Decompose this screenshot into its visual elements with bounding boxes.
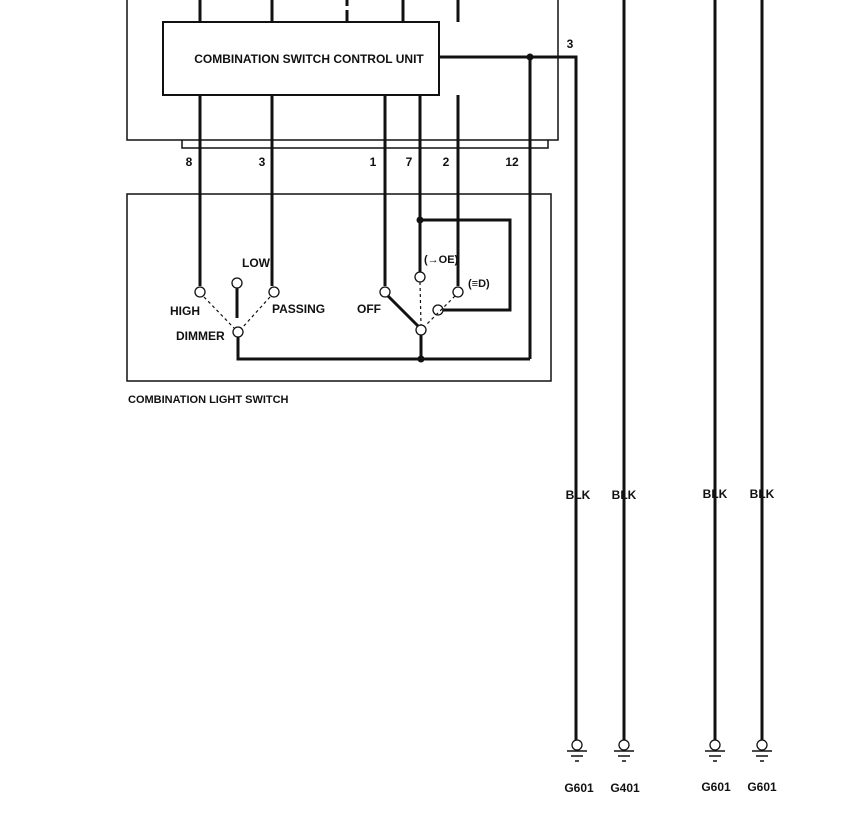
wire-color-4: BLK — [750, 487, 775, 501]
label-high: HIGH — [170, 304, 200, 318]
label-passing: PASSING — [272, 302, 325, 316]
label-low: LOW — [242, 256, 271, 270]
light-switch-label: COMBINATION LIGHT SWITCH — [128, 394, 289, 406]
pin-label-7: 7 — [406, 155, 413, 169]
terminal-dimmer — [232, 326, 244, 338]
pin-3-ground-feed — [439, 55, 578, 740]
ground-label-2: G401 — [610, 781, 640, 795]
ground-symbol-1 — [567, 739, 587, 762]
label-parking-symbol: (→OE) — [424, 254, 459, 266]
ground-symbol-2 — [614, 739, 634, 762]
wire-color-1: BLK — [566, 488, 591, 502]
terminal-low — [231, 277, 243, 289]
pin-label-8: 8 — [186, 155, 193, 169]
terminal-passing — [268, 286, 280, 298]
ground-label-4: G601 — [747, 780, 777, 794]
control-unit-housing — [126, 0, 559, 141]
pin-label-2: 2 — [443, 155, 450, 169]
light-switch-box — [126, 193, 552, 382]
pin-label-3-right: 3 — [567, 37, 574, 51]
pin-label-1: 1 — [370, 155, 377, 169]
terminal-headlight — [452, 286, 464, 298]
wire-color-2: BLK — [612, 488, 637, 502]
pin-label-12: 12 — [505, 155, 519, 169]
label-headlight-symbol: (≡D) — [468, 278, 490, 290]
wire-color-3: BLK — [703, 487, 728, 501]
label-off: OFF — [357, 302, 381, 316]
dimmer-common-bus — [236, 337, 530, 361]
label-dimmer: DIMMER — [176, 329, 225, 343]
headlight-loop — [420, 218, 512, 312]
pin-label-3: 3 — [259, 155, 266, 169]
terminal-parking — [414, 271, 426, 283]
ground-symbol-3 — [705, 739, 725, 762]
terminal-high — [194, 286, 206, 298]
ground-label-1: G601 — [564, 781, 594, 795]
ground-label-3: G601 — [701, 780, 731, 794]
connector-strip — [181, 140, 549, 149]
ground-symbol-4 — [752, 739, 772, 762]
control-unit-label: COMBINATION SWITCH CONTROL UNIT — [194, 52, 424, 66]
terminal-off — [379, 286, 391, 298]
